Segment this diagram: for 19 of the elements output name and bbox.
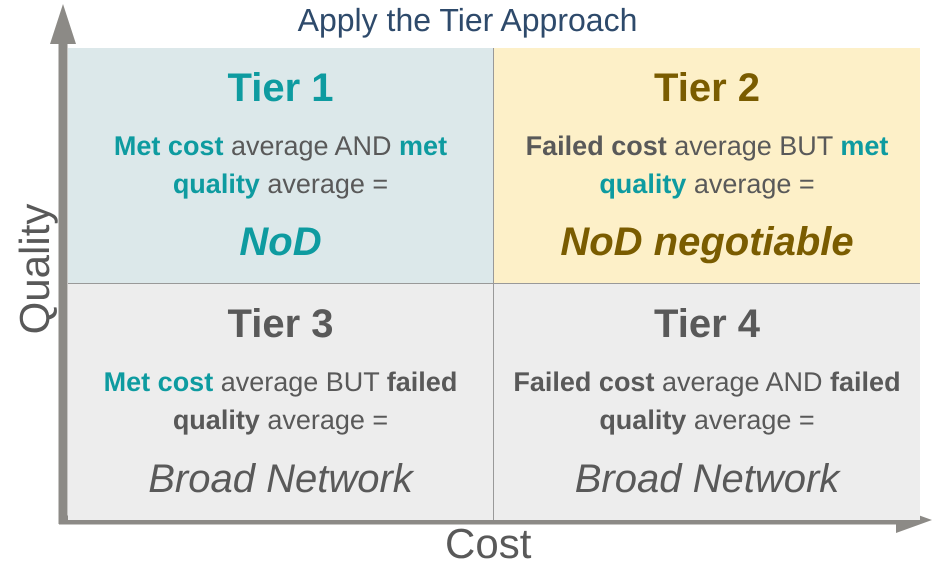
criteria-text: Met cost average AND met quality average = [112, 130, 448, 201]
tier-heading: Tier 3 [228, 302, 334, 348]
tier-heading: Tier 1 [228, 66, 334, 112]
outcome-text: Broad Network [148, 456, 413, 502]
axis-label: Quality [11, 202, 59, 336]
criteria-text: Failed cost average AND failed quality average = [512, 366, 902, 437]
criteria-text: Met cost average BUT failed quality average = [102, 366, 458, 437]
outcome-text: Broad Network [574, 456, 840, 502]
criteria-text: Failed cost average BUT met quality average = [524, 130, 890, 201]
quadrant-panel [68, 48, 494, 284]
outcome-text: NoD negotiable [560, 220, 854, 265]
quadrant-panel [494, 48, 920, 284]
tier-heading: Tier 2 [654, 66, 760, 112]
axis-label: Cost [445, 520, 532, 566]
title: Apply the Tier Approach [296, 2, 638, 39]
tier-heading: Tier 4 [654, 302, 760, 348]
quadrant-panel [494, 284, 920, 520]
quadrant-panel [68, 284, 494, 520]
outcome-text: NoD [239, 220, 322, 265]
